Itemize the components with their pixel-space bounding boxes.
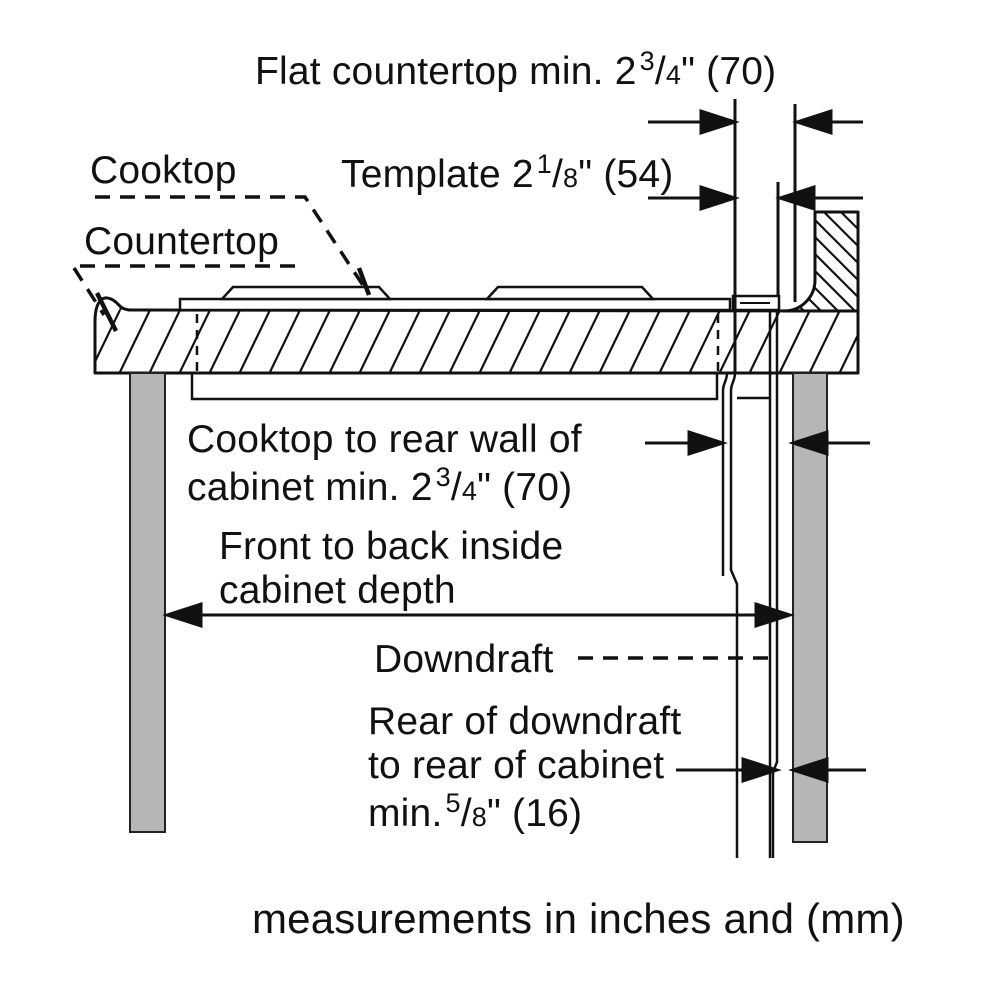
- label-rear-of-downdraft-line2: to rear of cabinet: [368, 744, 665, 787]
- cabinet-front-panel: [129, 372, 166, 833]
- countertop-section: [93, 296, 860, 375]
- cooktop-housing-below-counter: [190, 373, 719, 401]
- label-leader-lines: [72, 195, 768, 660]
- footer-note: measurements in inches and (mm): [252, 895, 905, 942]
- leader-end-ticks: [94, 267, 372, 333]
- label-countertop: Countertop: [84, 220, 279, 263]
- label-front-to-back-line1: Front to back inside: [219, 525, 564, 568]
- rear-wall-section: [782, 210, 860, 313]
- label-rear-of-downdraft-line1: Rear of downdraft: [368, 700, 682, 743]
- dimension-arrows: [162, 108, 870, 784]
- label-rear-of-downdraft-line3: min.5/8" (16): [368, 788, 583, 835]
- label-downdraft: Downdraft: [374, 638, 554, 681]
- label-cooktop-to-rear-wall-line1: Cooktop to rear wall of: [187, 418, 582, 461]
- label-cooktop: Cooktop: [90, 149, 237, 192]
- cooktop-profile: [178, 285, 781, 312]
- label-front-to-back-line2: cabinet depth: [219, 569, 456, 612]
